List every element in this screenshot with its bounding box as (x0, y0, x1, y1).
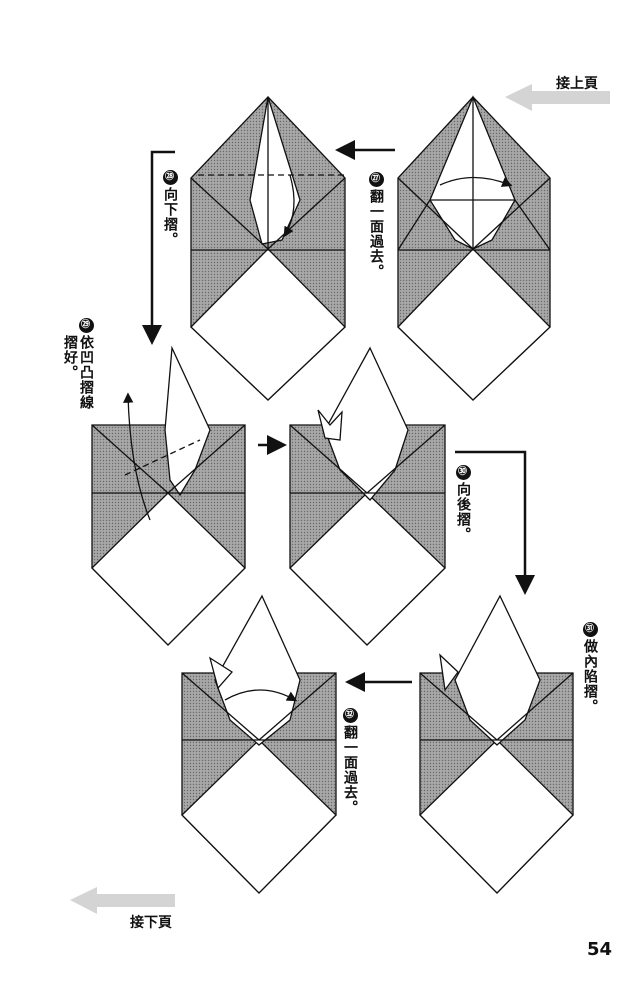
step-31-label: ㉛做內陷摺。 (582, 622, 598, 714)
step-32-label: ㉜翻一面過去。 (342, 708, 358, 815)
step-27-text: 翻一面過去。 (368, 189, 384, 279)
step-29-figure (91, 345, 246, 646)
step-31-text: 做內陷摺。 (582, 639, 598, 714)
step-29-text-line1: 依凹凸摺線 (78, 335, 94, 410)
step-29-label-line2: 摺好。 (62, 335, 78, 380)
step-30-figure (289, 346, 446, 646)
step-27-figure (397, 95, 551, 401)
next-page-arrow-icon (70, 887, 175, 914)
step-28-text: 向下摺。 (162, 187, 178, 247)
prev-page-arrow-icon (505, 84, 610, 111)
step-27-number: ㉗ (368, 172, 384, 187)
step-31-figure (419, 594, 574, 894)
step-30-number: ㉚ (455, 465, 471, 480)
page-number: 54 (586, 939, 612, 960)
step-32-text: 翻一面過去。 (342, 725, 358, 815)
next-page-label: 接下頁 (130, 915, 172, 931)
step-29-label: ㉙依凹凸摺線 (78, 318, 94, 410)
step-31-number: ㉛ (582, 622, 598, 637)
prev-page-label: 接上頁 (556, 76, 598, 92)
flow-arrow-28-29 (142, 150, 175, 345)
step-32-figure (181, 594, 337, 894)
step-30-text: 向後摺。 (455, 482, 471, 542)
step-30-label: ㉚向後摺。 (455, 465, 471, 542)
step-28-figure (190, 96, 346, 401)
step-32-number: ㉜ (342, 708, 358, 723)
step-29-text-line2: 摺好。 (62, 335, 78, 380)
flow-arrow-30-31 (455, 450, 535, 595)
step-29-number: ㉙ (78, 318, 94, 333)
step-28-label: ㉘向下摺。 (162, 170, 178, 247)
step-27-label: ㉗翻一面過去。 (368, 172, 384, 279)
step-28-number: ㉘ (162, 170, 178, 185)
